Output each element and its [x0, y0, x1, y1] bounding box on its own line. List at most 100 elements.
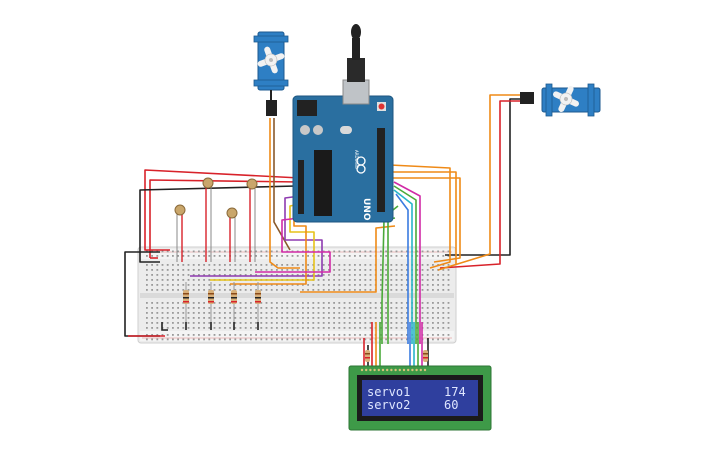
- wire-orange-servo2: [437, 94, 526, 271]
- breadboard-hole: [151, 317, 153, 319]
- breadboard-hole: [177, 334, 179, 336]
- breadboard-hole: [198, 279, 200, 281]
- breadboard-hole: [177, 302, 179, 304]
- breadboard-hole: [250, 317, 252, 319]
- breadboard-hole: [276, 264, 278, 266]
- breadboard-hole: [359, 312, 361, 314]
- breadboard-hole: [203, 317, 205, 319]
- breadboard-hole: [421, 289, 424, 291]
- breadboard-hole: [400, 338, 403, 341]
- breadboard-hole: [218, 307, 221, 309]
- breadboard-hole: [390, 255, 393, 257]
- breadboard-hole: [432, 279, 434, 281]
- jumpers: [161, 322, 259, 331]
- breadboard-hole: [421, 279, 424, 281]
- breadboard-hole: [343, 250, 346, 253]
- breadboard-hole: [328, 322, 330, 324]
- breadboard-hole: [302, 274, 304, 276]
- breadboard-hole: [426, 317, 429, 319]
- breadboard-hole: [208, 322, 211, 324]
- breadboard-hole: [234, 312, 237, 314]
- breadboard-hole: [286, 317, 289, 319]
- breadboard-hole: [161, 302, 164, 304]
- breadboard-hole: [244, 284, 247, 286]
- breadboard-hole: [406, 284, 408, 286]
- breadboard-hole: [229, 274, 231, 276]
- breadboard-hole: [426, 302, 429, 304]
- lcd-pin: [360, 368, 364, 372]
- breadboard-hole: [322, 307, 325, 309]
- breadboard-hole: [406, 269, 408, 271]
- breadboard-hole: [260, 269, 263, 271]
- breadboard-hole: [255, 322, 257, 324]
- breadboard-hole: [338, 307, 341, 309]
- breadboard-hole: [182, 322, 185, 324]
- breadboard-hole: [244, 269, 247, 271]
- breadboard-hole: [156, 264, 159, 266]
- breadboard-hole: [244, 307, 247, 309]
- breadboard-hole: [338, 322, 341, 324]
- breadboard-hole: [406, 334, 408, 336]
- breadboard-hole: [146, 327, 148, 329]
- breadboard-hole: [380, 302, 382, 304]
- lcd-row2-value: 60: [444, 398, 458, 412]
- breadboard-hole: [426, 322, 429, 324]
- breadboard-hole: [447, 327, 450, 329]
- breadboard-hole: [312, 322, 315, 324]
- breadboard-hole: [406, 312, 408, 314]
- lcd-pin: [423, 368, 427, 372]
- breadboard-hole: [255, 338, 257, 341]
- breadboard-hole: [156, 289, 159, 291]
- breadboard-hole: [390, 264, 393, 266]
- breadboard-hole: [296, 302, 299, 304]
- breadboard-hole: [151, 307, 153, 309]
- breadboard-hole: [203, 338, 205, 341]
- breadboard-hole: [390, 322, 393, 324]
- breadboard-hole: [400, 312, 403, 314]
- breadboard-hole: [343, 317, 346, 319]
- lcd-row2-label: servo2: [367, 398, 410, 412]
- breadboard-hole: [286, 322, 289, 324]
- wire-orange-2: [392, 171, 457, 265]
- breadboard-hole: [276, 274, 278, 276]
- breadboard-hole: [244, 255, 247, 257]
- breadboard-hole: [343, 338, 346, 341]
- breadboard-hole: [250, 302, 252, 304]
- breadboard-hole: [426, 334, 429, 336]
- breadboard-hole: [338, 250, 341, 253]
- lcd-pin: [411, 368, 414, 372]
- breadboard-hole: [343, 269, 346, 271]
- breadboard-hole: [291, 274, 294, 276]
- breadboard-hole: [172, 338, 174, 341]
- wire-blue-lcd: [395, 193, 409, 344]
- breadboard-hole: [447, 322, 450, 324]
- breadboard-hole: [369, 269, 372, 271]
- breadboard-hole: [354, 322, 356, 324]
- breadboard-hole: [208, 274, 211, 276]
- breadboard-hole: [276, 338, 278, 341]
- breadboard-hole: [255, 317, 257, 319]
- breadboard-hole: [348, 307, 351, 309]
- breadboard-hole: [359, 302, 361, 304]
- breadboard-hole: [343, 279, 346, 281]
- breadboard-hole: [172, 284, 174, 286]
- breadboard-hole: [166, 317, 169, 319]
- breadboard-hole: [317, 334, 320, 336]
- wire-black-ground: [139, 185, 297, 263]
- breadboard-hole: [307, 289, 309, 291]
- breadboard-hole: [276, 327, 278, 329]
- breadboard-hole: [177, 250, 179, 253]
- breadboard-hole: [369, 255, 372, 257]
- breadboard-hole: [369, 279, 372, 281]
- breadboard-hole: [224, 312, 226, 314]
- breadboard-hole: [400, 269, 403, 271]
- breadboard-hole: [260, 250, 263, 253]
- lcd-pin: [390, 368, 393, 372]
- breadboard-hole: [255, 307, 257, 309]
- breadboard-hole: [400, 289, 403, 291]
- breadboard-hole: [281, 302, 283, 304]
- breadboard-hole: [281, 269, 283, 271]
- breadboard-hole: [432, 255, 434, 257]
- breadboard-hole: [395, 334, 398, 336]
- breadboard-hole: [302, 289, 304, 291]
